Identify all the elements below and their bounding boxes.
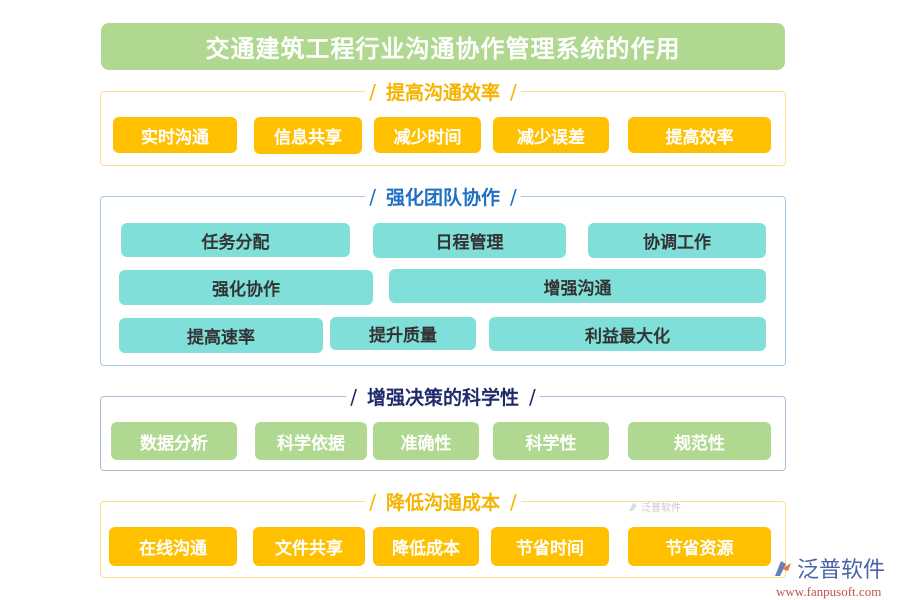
- slash-icon: /: [506, 79, 521, 104]
- chip-info-sharing: 信息共享: [254, 117, 362, 154]
- chip-coordinate-work: 协调工作: [588, 223, 766, 258]
- brand-name: 泛普软件: [797, 558, 886, 583]
- chip-file-sharing: 文件共享: [253, 527, 365, 566]
- brand-logo-icon: [775, 561, 791, 576]
- section-title: 强化团队协作: [379, 183, 506, 210]
- brand-url: www.fanpusoft.com: [776, 584, 882, 599]
- brand-logo: 泛普软件 www.fanpusoft.com: [772, 552, 897, 600]
- section-header: / 增强决策的科学性 /: [101, 383, 785, 410]
- section-team-collaboration: / 强化团队协作 / 任务分配 日程管理 协调工作 强化协作 增强沟通 提高速率…: [100, 183, 786, 366]
- chip-standardization: 规范性: [628, 422, 771, 460]
- chip-scientific-basis: 科学依据: [255, 422, 367, 460]
- chip-improve-speed: 提高速率: [119, 318, 323, 353]
- section-scientific-decision: / 增强决策的科学性 / 数据分析 科学依据 准确性 科学性 规范性: [100, 383, 786, 471]
- slash-icon: /: [525, 384, 540, 409]
- slash-icon: /: [365, 489, 380, 514]
- slash-icon: /: [506, 184, 521, 209]
- chip-data-analysis: 数据分析: [111, 422, 237, 460]
- chip-online-communication: 在线沟通: [109, 527, 237, 566]
- slash-icon: /: [346, 384, 361, 409]
- slash-icon: /: [365, 184, 380, 209]
- section-header: / 提高沟通效率 /: [101, 78, 785, 105]
- section-header: / 降低沟通成本 /: [101, 488, 785, 515]
- chip-improve-quality: 提升质量: [330, 317, 476, 350]
- chip-task-assignment: 任务分配: [121, 223, 350, 257]
- page-title: 交通建筑工程行业沟通协作管理系统的作用: [101, 23, 785, 70]
- chip-accuracy: 准确性: [373, 422, 479, 460]
- chip-enhance-communication: 增强沟通: [389, 269, 766, 303]
- chip-schedule-management: 日程管理: [373, 223, 566, 258]
- watermark-small: 泛普软件: [627, 499, 681, 514]
- chip-realtime-communication: 实时沟通: [113, 117, 237, 153]
- section-reduce-cost: / 降低沟通成本 / 在线沟通 文件共享 降低成本 节省时间 节省资源: [100, 488, 786, 578]
- watermark-brand: 泛普软件: [641, 503, 681, 514]
- chip-reduce-error: 减少误差: [493, 117, 609, 153]
- chip-reduce-time: 减少时间: [374, 117, 481, 153]
- slash-icon: /: [506, 489, 521, 514]
- slash-icon: /: [365, 79, 380, 104]
- chip-scientific: 科学性: [493, 422, 609, 460]
- chip-save-resources: 节省资源: [628, 527, 771, 566]
- chip-save-time: 节省时间: [491, 527, 609, 566]
- chip-strengthen-collaboration: 强化协作: [119, 270, 373, 305]
- brand-logo-icon: [629, 502, 637, 511]
- chip-reduce-cost: 降低成本: [373, 527, 479, 566]
- section-title: 提高沟通效率: [379, 78, 506, 105]
- chip-maximize-benefit: 利益最大化: [489, 317, 766, 351]
- section-improve-efficiency: / 提高沟通效率 / 实时沟通 信息共享 减少时间 减少误差 提高效率: [100, 78, 786, 166]
- chip-improve-efficiency: 提高效率: [628, 117, 771, 153]
- section-title: 增强决策的科学性: [360, 383, 525, 410]
- section-header: / 强化团队协作 /: [101, 183, 785, 210]
- section-title: 降低沟通成本: [379, 488, 506, 515]
